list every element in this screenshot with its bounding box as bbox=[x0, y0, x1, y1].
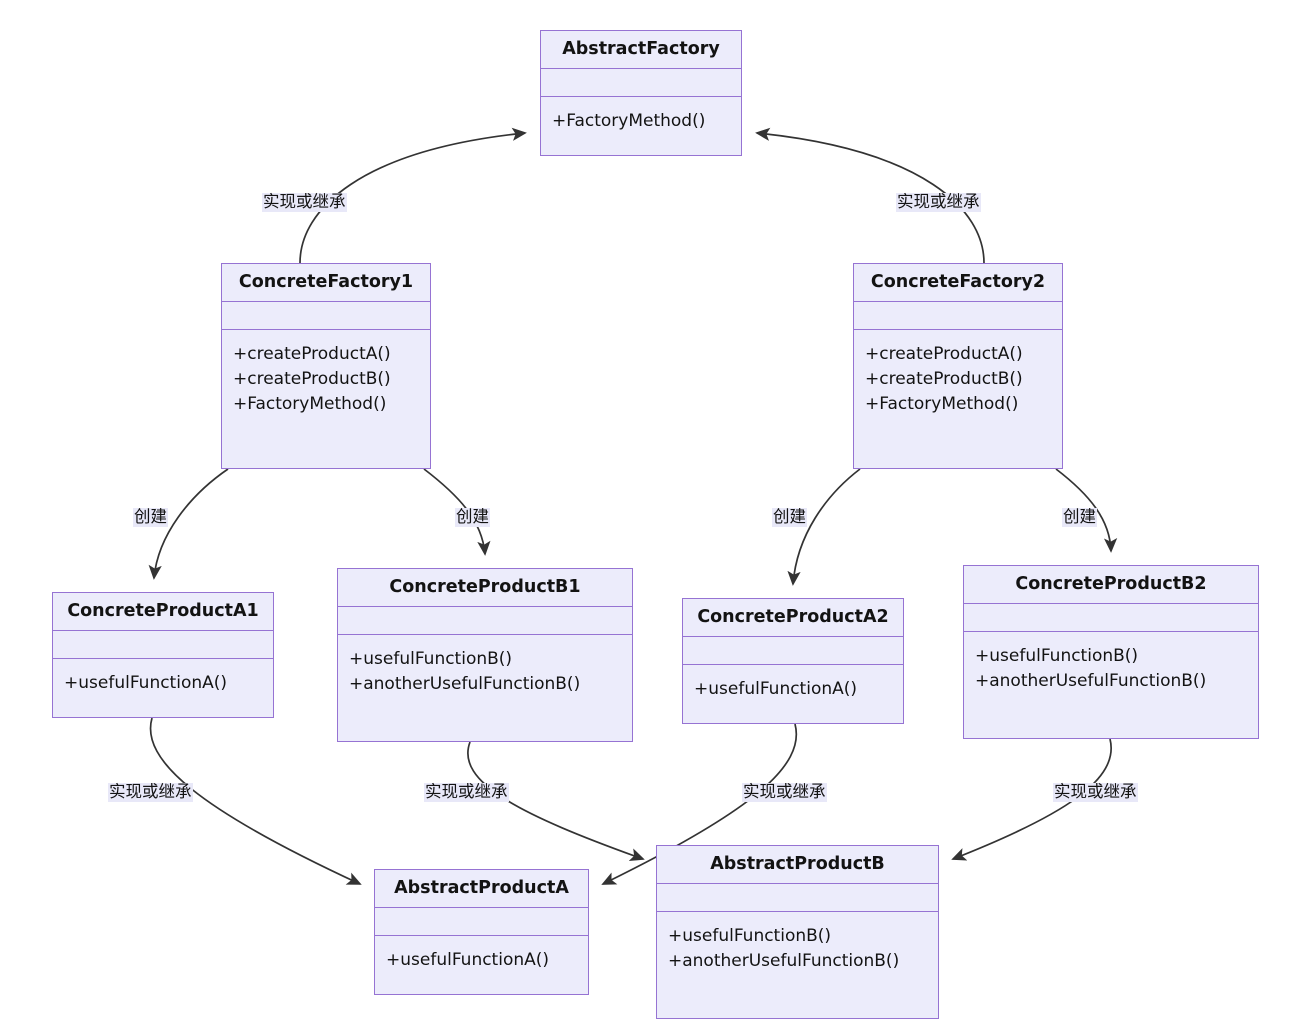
edge-label-concrete-product-b2-to-abstract-product-b: 实现或继承 bbox=[1053, 782, 1138, 802]
class-separator bbox=[683, 664, 903, 666]
class-methods-compartment: +usefulFunctionB() +anotherUsefulFunctio… bbox=[657, 912, 938, 1018]
class-title: ConcreteProductA1 bbox=[67, 601, 259, 621]
class-title: ConcreteProductB1 bbox=[389, 577, 581, 597]
class-separator bbox=[964, 631, 1258, 633]
class-method: +usefulFunctionB() bbox=[668, 926, 832, 947]
edge-label-concrete-product-a1-to-abstract-product-a: 实现或继承 bbox=[108, 782, 193, 802]
class-separator bbox=[541, 96, 741, 98]
class-method: +createProductB() bbox=[233, 369, 391, 390]
class-title: AbstractProductB bbox=[710, 854, 885, 874]
class-method: +usefulFunctionB() bbox=[975, 646, 1139, 667]
class-separator bbox=[683, 636, 903, 638]
class-methods-compartment: +createProductA() +createProductB() +Fac… bbox=[854, 330, 1062, 468]
class-title: ConcreteFactory2 bbox=[870, 272, 1046, 292]
class-method: +usefulFunctionA() bbox=[694, 679, 858, 700]
edge-label-concrete-factory-2-to-concrete-product-a2: 创建 bbox=[772, 507, 807, 527]
class-separator bbox=[541, 68, 741, 70]
class-box-concrete-product-a1[interactable]: ConcreteProductA1 +usefulFunctionA() bbox=[52, 592, 274, 718]
class-title: ConcreteFactory1 bbox=[238, 272, 414, 292]
class-attributes-compartment bbox=[338, 607, 632, 634]
class-method: +anotherUsefulFunctionB() bbox=[349, 674, 581, 695]
edge-concrete-factory-2-to-concrete-product-a2 bbox=[787, 468, 861, 586]
class-box-abstract-product-b[interactable]: AbstractProductB +usefulFunctionB() +ano… bbox=[656, 845, 939, 1019]
class-title: AbstractFactory bbox=[562, 39, 720, 59]
class-box-concrete-product-a2[interactable]: ConcreteProductA2 +usefulFunctionA() bbox=[682, 598, 904, 724]
class-separator bbox=[375, 907, 588, 909]
edge-label-concrete-factory-1-to-concrete-product-b1: 创建 bbox=[455, 507, 490, 527]
class-methods-compartment: +createProductA() +createProductB() +Fac… bbox=[222, 330, 430, 468]
class-methods-compartment: +usefulFunctionA() bbox=[683, 665, 903, 723]
edge-label-concrete-factory-1-to-concrete-product-a1: 创建 bbox=[133, 507, 168, 527]
class-method: +FactoryMethod() bbox=[552, 111, 706, 132]
class-method: +createProductB() bbox=[865, 369, 1023, 390]
class-separator bbox=[338, 634, 632, 636]
class-method: +anotherUsefulFunctionB() bbox=[668, 951, 900, 972]
class-box-concrete-factory-2[interactable]: ConcreteFactory2 +createProductA() +crea… bbox=[853, 263, 1063, 469]
class-method: +createProductA() bbox=[233, 344, 391, 365]
edge-label-concrete-product-a2-to-abstract-product-a: 实现或继承 bbox=[742, 782, 827, 802]
class-attributes-compartment bbox=[541, 69, 741, 96]
edge-label-concrete-factory-2-to-abstract-factory: 实现或继承 bbox=[896, 192, 981, 212]
class-attributes-compartment bbox=[222, 302, 430, 329]
class-methods-compartment: +usefulFunctionB() +anotherUsefulFunctio… bbox=[338, 635, 632, 741]
class-box-concrete-factory-1[interactable]: ConcreteFactory1 +createProductA() +crea… bbox=[221, 263, 431, 469]
class-box-concrete-product-b1[interactable]: ConcreteProductB1 +usefulFunctionB() +an… bbox=[337, 568, 633, 742]
class-box-abstract-factory[interactable]: AbstractFactory +FactoryMethod() bbox=[540, 30, 742, 156]
class-title: ConcreteProductB2 bbox=[1015, 574, 1207, 594]
class-method: +anotherUsefulFunctionB() bbox=[975, 671, 1207, 692]
edge-concrete-factory-2-to-abstract-factory bbox=[755, 127, 985, 264]
class-box-concrete-product-b2[interactable]: ConcreteProductB2 +usefulFunctionB() +an… bbox=[963, 565, 1259, 739]
class-separator bbox=[964, 603, 1258, 605]
class-title: ConcreteProductA2 bbox=[697, 607, 889, 627]
edge-label-concrete-factory-2-to-concrete-product-b2: 创建 bbox=[1062, 507, 1097, 527]
class-methods-compartment: +usefulFunctionA() bbox=[53, 659, 273, 717]
class-separator bbox=[657, 883, 938, 885]
class-separator bbox=[657, 911, 938, 913]
class-separator bbox=[222, 329, 430, 331]
class-separator bbox=[854, 301, 1062, 303]
class-attributes-compartment bbox=[375, 908, 588, 935]
class-attributes-compartment bbox=[964, 604, 1258, 631]
class-methods-compartment: +FactoryMethod() bbox=[541, 97, 741, 155]
class-method: +usefulFunctionB() bbox=[349, 649, 513, 670]
class-attributes-compartment bbox=[53, 631, 273, 658]
class-separator bbox=[53, 658, 273, 660]
class-attributes-compartment bbox=[657, 884, 938, 911]
class-separator bbox=[854, 329, 1062, 331]
class-method: +FactoryMethod() bbox=[233, 394, 387, 415]
edge-concrete-factory-1-to-concrete-product-a1 bbox=[148, 468, 229, 580]
class-separator bbox=[338, 606, 632, 608]
class-separator bbox=[53, 630, 273, 632]
class-box-abstract-product-a[interactable]: AbstractProductA +usefulFunctionA() bbox=[374, 869, 589, 995]
class-separator bbox=[222, 301, 430, 303]
class-method: +FactoryMethod() bbox=[865, 394, 1019, 415]
class-methods-compartment: +usefulFunctionB() +anotherUsefulFunctio… bbox=[964, 632, 1258, 738]
class-title: AbstractProductA bbox=[394, 878, 569, 898]
edge-label-concrete-factory-1-to-abstract-factory: 实现或继承 bbox=[262, 192, 347, 212]
class-method: +usefulFunctionA() bbox=[386, 950, 550, 971]
edge-concrete-factory-1-to-abstract-factory bbox=[299, 127, 527, 264]
class-attributes-compartment bbox=[683, 637, 903, 664]
edge-label-concrete-product-b1-to-abstract-product-b: 实现或继承 bbox=[424, 782, 509, 802]
class-method: +createProductA() bbox=[865, 344, 1023, 365]
class-attributes-compartment bbox=[854, 302, 1062, 329]
class-separator bbox=[375, 935, 588, 937]
class-methods-compartment: +usefulFunctionA() bbox=[375, 936, 588, 994]
class-method: +usefulFunctionA() bbox=[64, 673, 228, 694]
